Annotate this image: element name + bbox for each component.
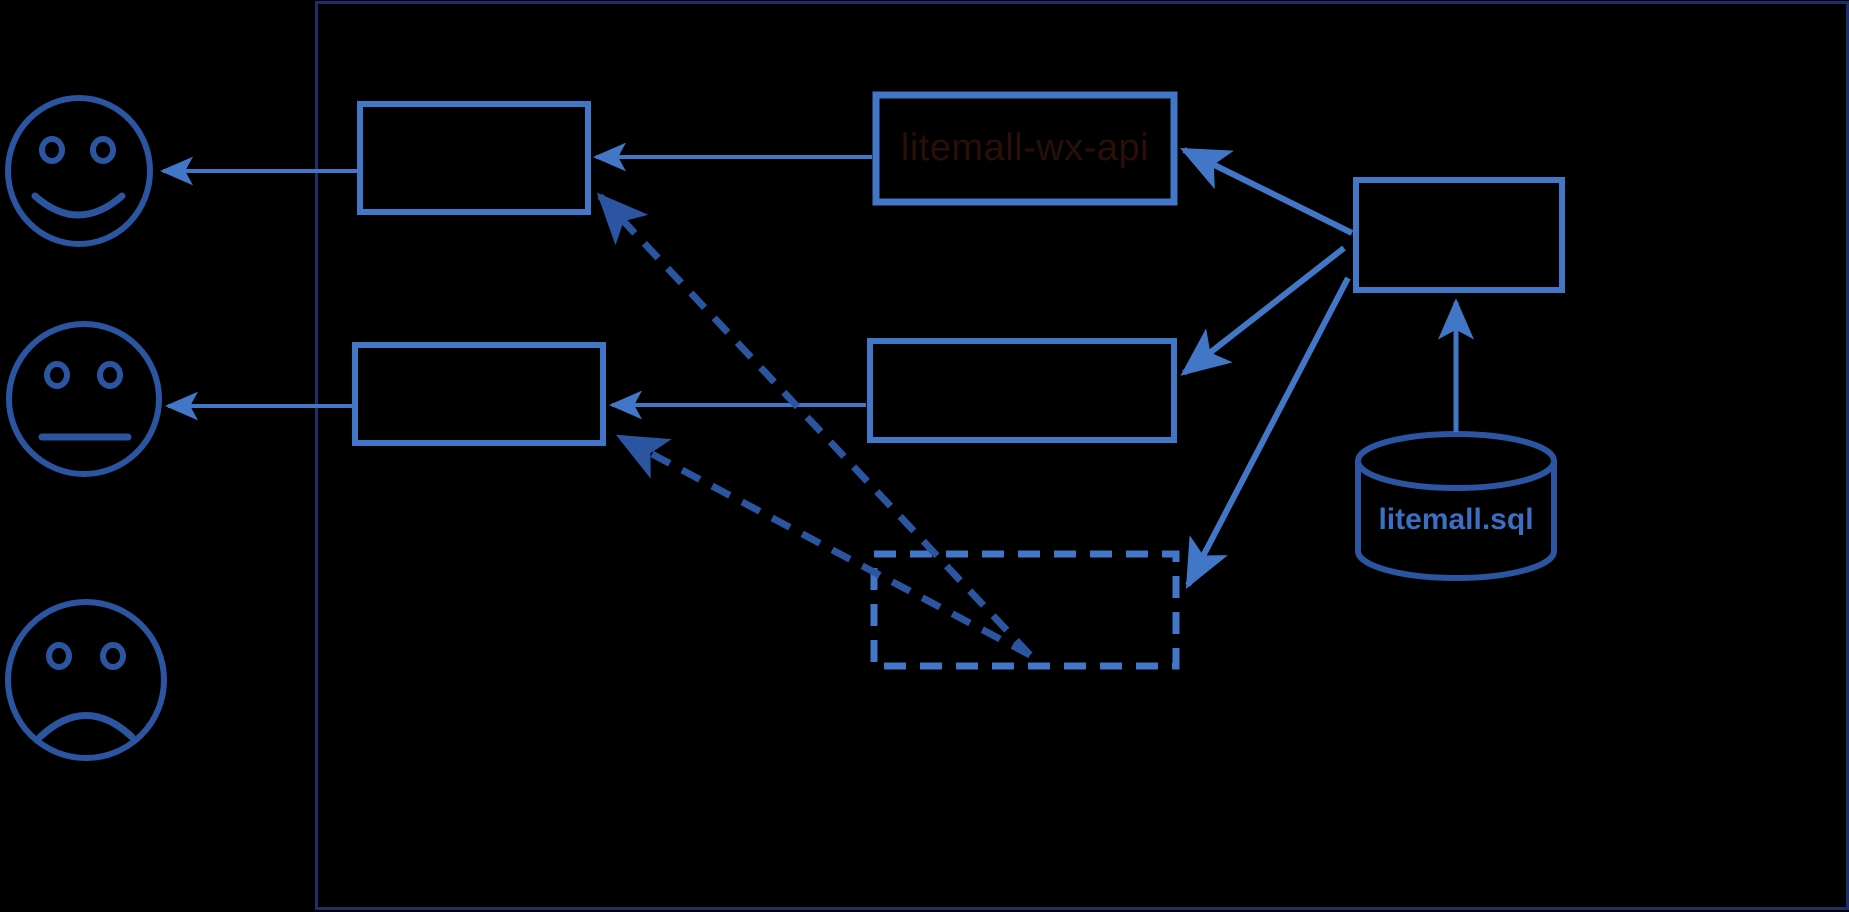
sad-face-icon [5, 599, 167, 761]
dashed-arrow-dashed-box-to-top-box [596, 192, 1033, 658]
top-left-box[interactable] [357, 101, 591, 215]
arrow-right-top-box-to-dashed-box [1185, 276, 1351, 589]
arrow-right-top-box-to-wx-api [1179, 147, 1354, 236]
arrow-right-top-box-to-mid-right-box [1180, 245, 1346, 376]
right-top-box[interactable] [1353, 177, 1565, 293]
litemall-wx-api-box[interactable] [872, 91, 1178, 206]
litemall-sql-database[interactable] [1355, 431, 1557, 581]
happy-face-icon [5, 95, 153, 247]
mid-left-box[interactable] [352, 342, 606, 446]
dashed-arrow-dashed-box-to-mid-left-box [615, 433, 1032, 659]
dashed-box[interactable] [870, 550, 1180, 670]
system-boundary [315, 1, 1849, 910]
mid-right-box[interactable] [867, 338, 1177, 443]
neutral-face-icon [6, 321, 162, 477]
